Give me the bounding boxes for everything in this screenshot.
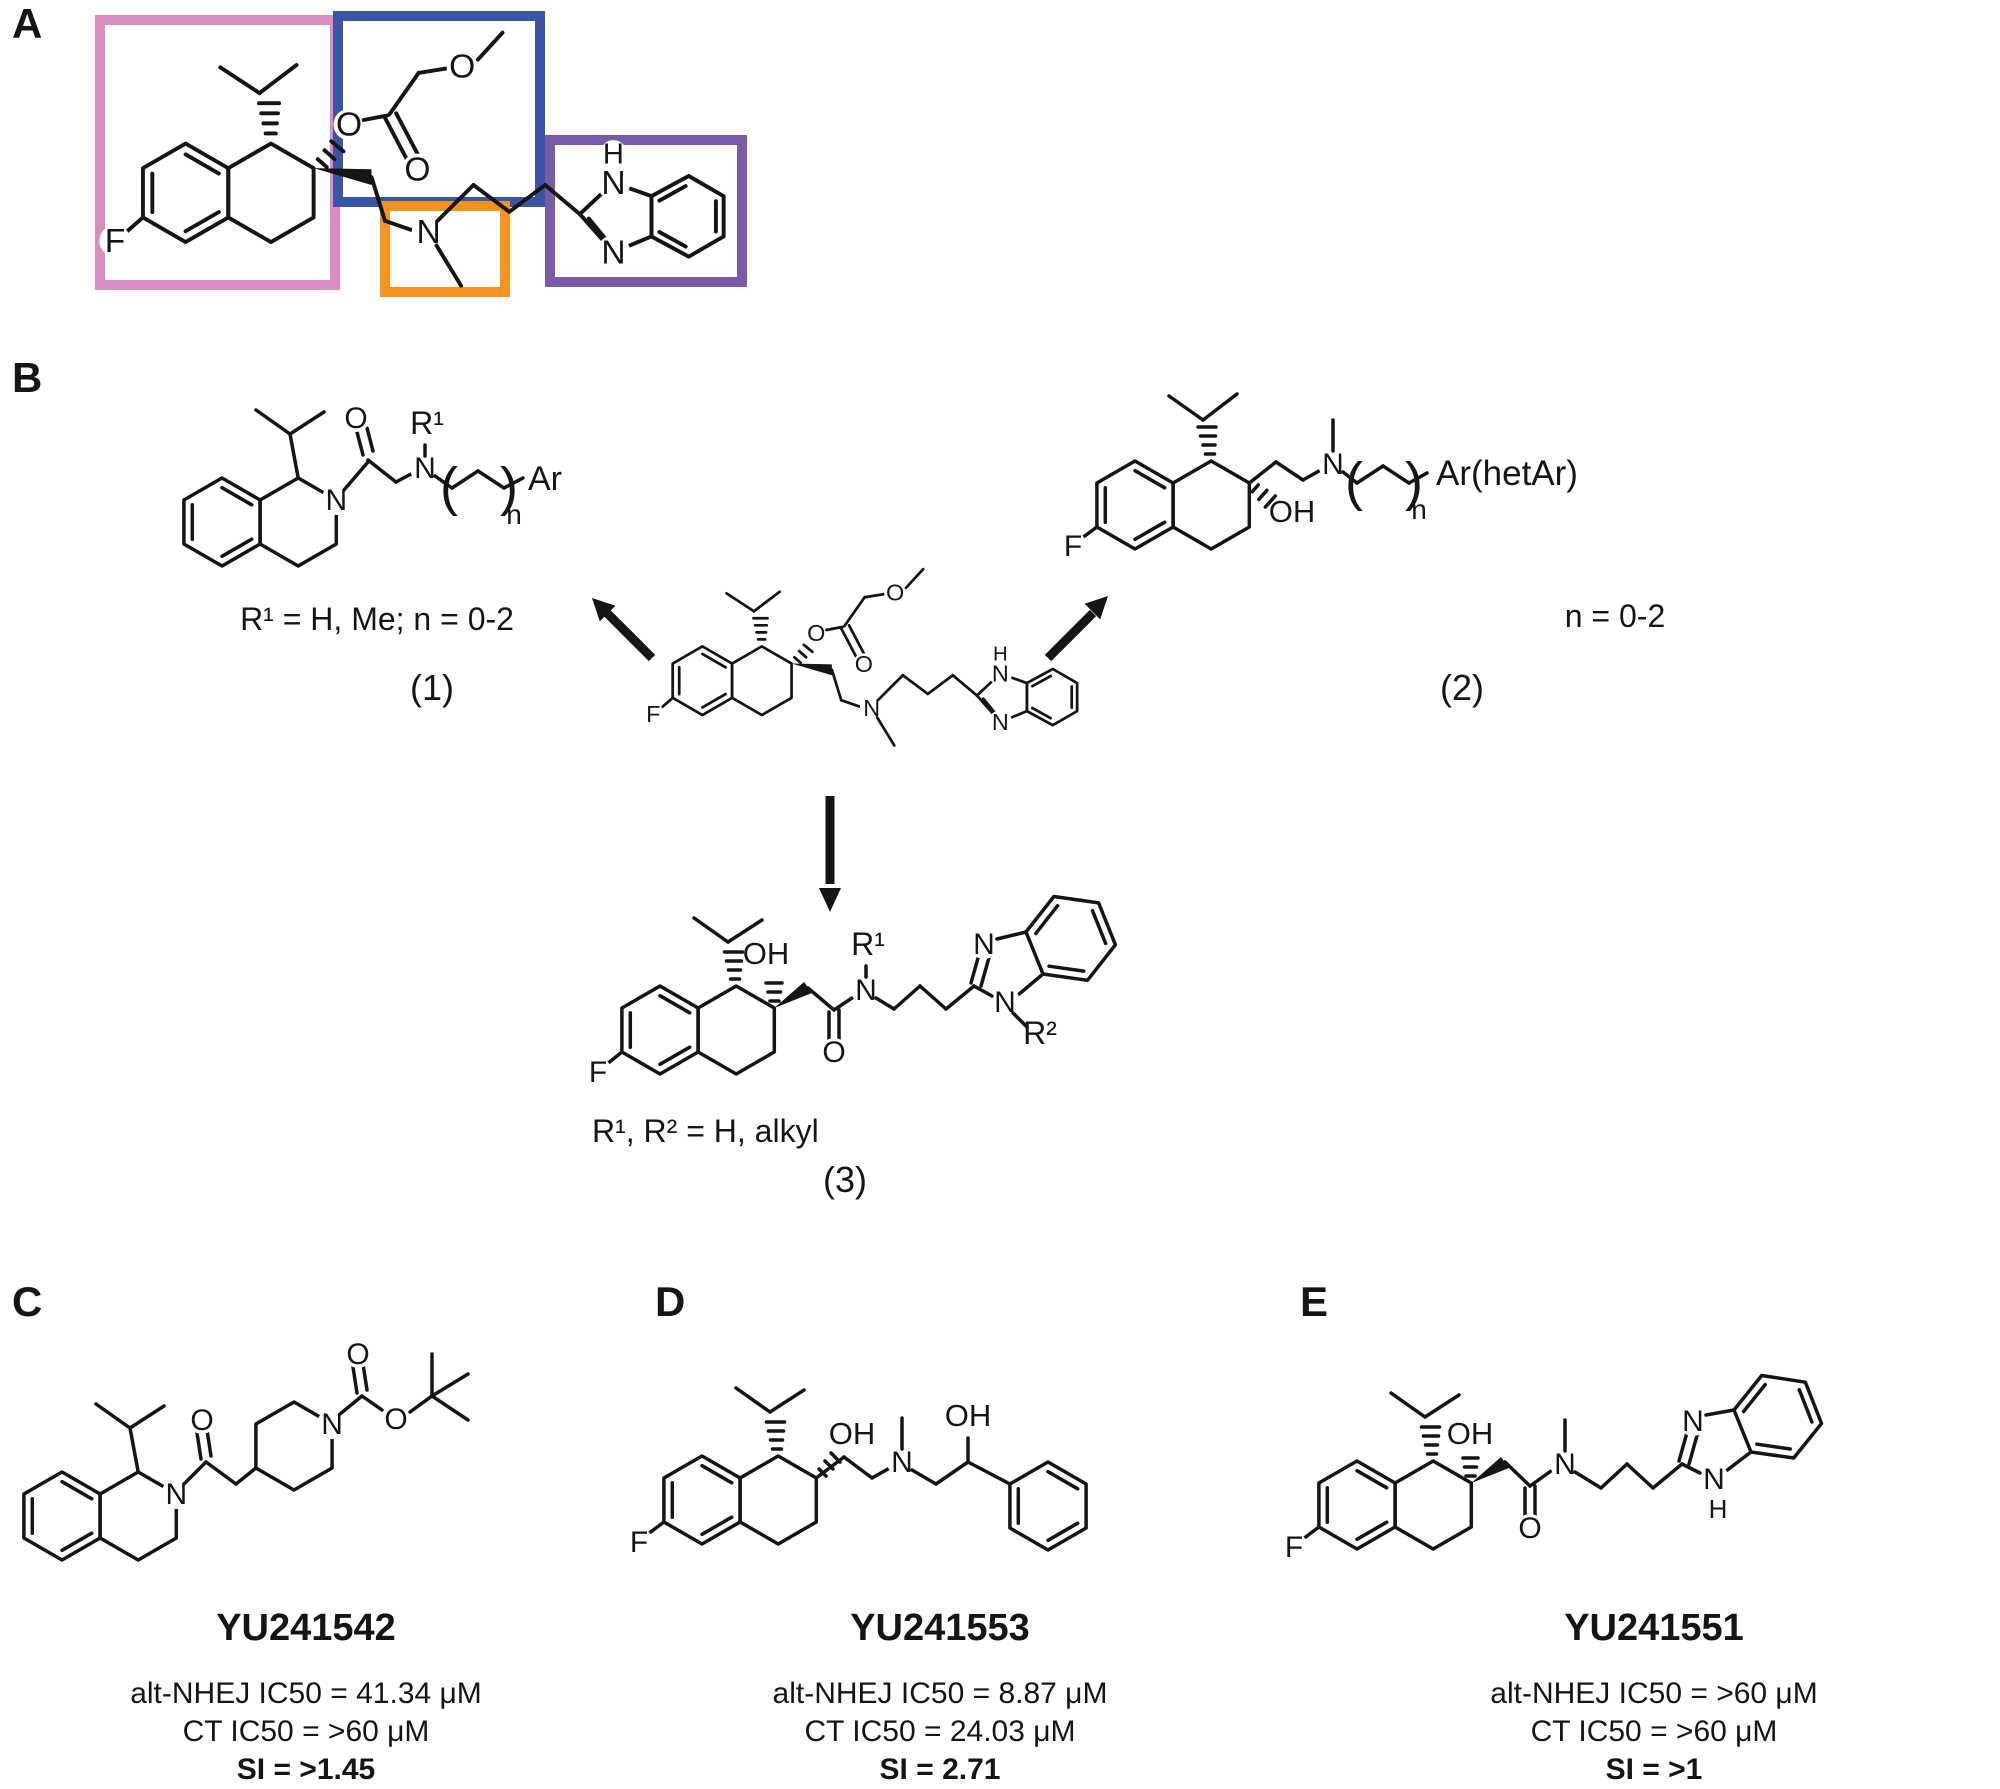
panel-d-label: D (655, 1278, 685, 1325)
arrow-to-structure-1 (592, 598, 656, 662)
atom-F: F (589, 1056, 607, 1089)
arrow-to-structure-3 (819, 796, 841, 912)
compound-e-ct-ic50: CT IC50 = >60 μM (1531, 1715, 1778, 1748)
atom-N3-benzimidazole: N (973, 928, 995, 961)
panel-d: D F OH N (625, 1278, 1107, 1786)
structure-2-number: (2) (1440, 667, 1484, 708)
panel-b: B N O (12, 354, 1665, 1200)
hydroxyl-label: OH (829, 1416, 876, 1451)
compound-d-structure: F OH N OH (625, 1386, 1088, 1559)
substituent-R1: R¹ (410, 405, 444, 441)
atom-O-carbonyl: O (190, 1404, 213, 1437)
compound-c-si: SI = >1.45 (237, 1753, 375, 1786)
hash-wedge-isopropyl (1196, 425, 1218, 456)
pharmacophore-box-purple (545, 135, 747, 287)
atom-O-carbonyl: O (822, 1036, 845, 1069)
hash-wedge-isopropyl (764, 1420, 787, 1451)
hash-wedge-isopropyl (722, 950, 745, 981)
atom-N-piperidine: N (321, 1408, 343, 1441)
atom-N1-benzimidazole: N (994, 986, 1016, 1019)
benzimidazole-ring: N N R² (969, 894, 1118, 1051)
open-paren: ( (1345, 452, 1363, 512)
atom-N-amide: N (855, 974, 877, 1007)
atom-N3-benzimidazole: N (1682, 1405, 1704, 1438)
panel-a-label: A (12, 0, 42, 47)
panel-b-label: B (12, 354, 42, 401)
substituent-R2: R² (1023, 1015, 1057, 1051)
atom-N-amide: N (1554, 1448, 1576, 1481)
structure-2-caption: n = 0-2 (1565, 598, 1666, 634)
subscript-n: n (506, 499, 522, 530)
compound-d-si: SI = 2.71 (880, 1753, 1001, 1786)
atom-F: F (1285, 1531, 1303, 1564)
atom-O-boc-carbonyl: O (346, 1338, 369, 1371)
hydroxyl-label: OH (1447, 1416, 1494, 1451)
arrow-to-structure-2 (1044, 596, 1108, 662)
structure-1: N O N R¹ ( ) n Ar R¹ = H, Me; n = 0-2 (1… (182, 402, 562, 708)
benzimidazole-ring: N N H (1677, 1373, 1824, 1524)
atom-N-ring: N (165, 1478, 187, 1511)
hash-wedge-OH (764, 981, 784, 1003)
aryl-label: Ar (528, 460, 562, 498)
substituent-R1: R¹ (851, 926, 885, 962)
atom-O-boc-ester: O (384, 1403, 407, 1436)
panel-c: C N O N O O (12, 1278, 482, 1786)
hash-wedge-isopropyl (1419, 1425, 1442, 1456)
structure-2: F OH N ( ) (1059, 392, 1666, 708)
panel-c-label: C (12, 1278, 42, 1325)
compound-e-si: SI = >1 (1606, 1753, 1703, 1786)
compound-c-alt-nhej-ic50: alt-NHEJ IC50 = 41.34 μM (130, 1677, 482, 1710)
compound-d-ct-ic50: CT IC50 = 24.03 μM (804, 1715, 1075, 1748)
hash-wedge-OH (1250, 483, 1278, 509)
compound-d-alt-nhej-ic50: alt-NHEJ IC50 = 8.87 μM (773, 1677, 1108, 1710)
open-paren: ( (440, 457, 458, 517)
bold-wedge-bond (774, 982, 812, 1008)
compound-e-structure: F OH O N (1280, 1373, 1824, 1564)
structure-3: F OH O N R¹ (584, 894, 1118, 1200)
structure-3-number: (3) (823, 1159, 867, 1200)
hydroxyl-label: OH (1269, 494, 1316, 529)
atom-F: F (630, 1526, 648, 1559)
panel-e-label: E (1300, 1278, 1328, 1325)
compound-c-structure: N O N O O (22, 1338, 470, 1562)
compound-e-name: YU241551 (1564, 1607, 1744, 1649)
panel-a: A (12, 0, 747, 297)
atom-N1-benzimidazole: N (1703, 1463, 1725, 1496)
compound-c-ct-ic50: CT IC50 = >60 μM (183, 1715, 430, 1748)
compound-e-alt-nhej-ic50: alt-NHEJ IC50 = >60 μM (1490, 1677, 1817, 1710)
atom-F: F (1064, 530, 1082, 563)
hash-wedge-OH (1461, 1456, 1480, 1478)
panel-e: E F OH O (1280, 1278, 1824, 1786)
atom-O-carbonyl: O (344, 402, 367, 435)
atom-N-amine: N (891, 1446, 913, 1479)
atom-O-carbonyl: O (1518, 1512, 1541, 1545)
compound-c-name: YU241542 (216, 1607, 396, 1649)
pharmacophore-box-orange (380, 201, 510, 297)
atom-N-amine: N (414, 452, 436, 485)
subscript-n: n (1411, 494, 1427, 525)
hydroxyl-label-2: OH (945, 1398, 992, 1433)
atom-N-amine: N (1322, 448, 1344, 481)
atom-H-benzimidazole: H (1709, 1494, 1728, 1524)
structure-1-caption: R¹ = H, Me; n = 0-2 (240, 601, 514, 637)
aryl-hetaryl-label: Ar(hetAr) (1436, 454, 1578, 493)
structure-1-number: (1) (410, 667, 454, 708)
hydroxyl-label: OH (743, 936, 790, 971)
bold-wedge-bond (1471, 1457, 1509, 1483)
atom-N-ring: N (325, 484, 347, 517)
compound-d-name: YU241553 (850, 1607, 1030, 1649)
structure-3-caption: R¹, R² = H, alkyl (592, 1113, 819, 1149)
